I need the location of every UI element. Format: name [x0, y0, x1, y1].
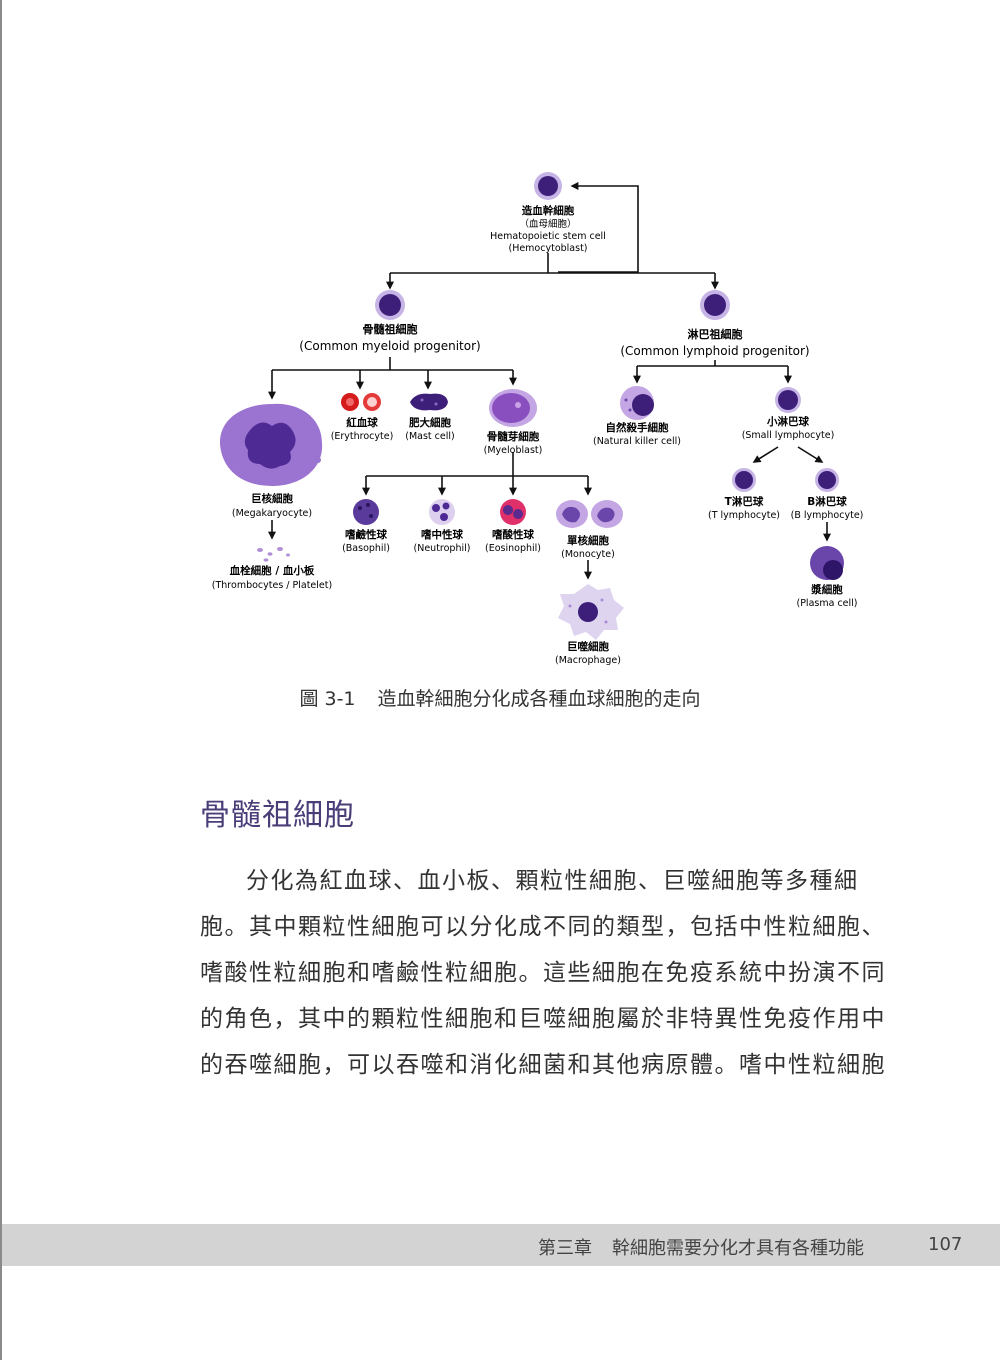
b-lymph-en: (B lymphocyte) [791, 510, 864, 521]
small-lymphocyte-cell: 小淋巴球 (Small lymphocyte) [742, 387, 835, 441]
footer-chapter-title: 幹細胞需要分化才具有各種功能 [612, 1238, 864, 1259]
hsc-en2: (Hemocytoblast) [508, 243, 587, 254]
mast-cell: 肥大細胞 (Mast cell) [405, 393, 455, 442]
figure-caption: 圖 3-1 造血幹細胞分化成各種血球細胞的走向 [0, 684, 1000, 711]
neutrophil-zh: 嗜中性球 [421, 528, 463, 541]
macrophage-cell: 巨噬細胞 (Macrophage) [555, 584, 624, 666]
megakaryocyte-en: (Megakaryocyte) [232, 508, 312, 519]
hsc-zh: 造血幹細胞 [522, 204, 575, 217]
t-lymph-en: (T lymphocyte) [708, 510, 780, 521]
connector-lines [268, 186, 831, 580]
b-lymph-zh: B淋巴球 [807, 495, 847, 508]
page-footer: 第三章幹細胞需要分化才具有各種功能 107 [2, 1224, 1000, 1266]
mast-en: (Mast cell) [405, 431, 454, 442]
body-text: 分化為紅血球、血小板、顆粒性細胞、巨噬細胞等多種細胞。其中顆粒性細胞可以分化成不… [200, 858, 890, 1088]
page-number: 107 [928, 1234, 963, 1255]
hematopoiesis-diagram: 造血幹細胞 （血母細胞） Hematopoietic stem cell (He… [200, 160, 900, 680]
eosinophil-zh: 嗜酸性球 [492, 528, 534, 541]
platelet-zh: 血栓細胞 / 血小板 [230, 564, 315, 577]
footer-chapter-label: 第三章 [538, 1238, 592, 1259]
t-lymph-zh: T淋巴球 [725, 495, 764, 508]
monocyte-en: (Monocyte) [561, 549, 615, 560]
nk-cell: 自然殺手細胞 (Natural killer cell) [593, 386, 681, 447]
monocyte-zh: 單核細胞 [567, 534, 609, 547]
myeloid-progenitor-cell: 骨髓祖細胞 (Common myeloid progenitor) [299, 290, 481, 353]
plasma-cell: 漿細胞 (Plasma cell) [797, 546, 858, 609]
t-lymphocyte-cell: T淋巴球 (T lymphocyte) [708, 468, 780, 521]
myeloblast-cell: 骨髓芽細胞 (Myeloblast) [484, 389, 543, 456]
eosinophil-en: (Eosinophil) [485, 543, 541, 554]
myeloid-en: (Common myeloid progenitor) [299, 339, 480, 353]
basophil-en: (Basophil) [342, 543, 390, 554]
mast-zh: 肥大細胞 [409, 416, 451, 429]
plasma-zh: 漿細胞 [810, 583, 843, 596]
megakaryocyte-cell: 巨核細胞 (Megakaryocyte) [219, 403, 323, 519]
nk-en: (Natural killer cell) [593, 436, 681, 447]
section-title: 骨髓祖細胞 [200, 798, 355, 833]
neutrophil-en: (Neutrophil) [414, 543, 471, 554]
basophil-zh: 嗜鹼性球 [345, 528, 387, 541]
platelet-cluster: 血栓細胞 / 血小板 (Thrombocytes / Platelet) [212, 547, 332, 591]
myeloblast-zh: 骨髓芽細胞 [487, 430, 540, 443]
erythrocyte-cell: 紅血球 (Erythrocyte) [331, 393, 394, 442]
b-lymphocyte-cell: B淋巴球 (B lymphocyte) [791, 468, 864, 521]
nk-zh: 自然殺手細胞 [606, 421, 669, 434]
lymphoid-progenitor-cell: 淋巴祖細胞 (Common lymphoid progenitor) [620, 290, 810, 358]
myeloblast-en: (Myeloblast) [484, 445, 543, 456]
basophil-cell: 嗜鹼性球 (Basophil) [342, 499, 390, 554]
figure-caption-text: 造血幹細胞分化成各種血球細胞的走向 [377, 688, 701, 710]
platelet-en: (Thrombocytes / Platelet) [212, 580, 332, 591]
erythrocyte-zh: 紅血球 [346, 416, 378, 429]
body-paragraph: 分化為紅血球、血小板、顆粒性細胞、巨噬細胞等多種細胞。其中顆粒性細胞可以分化成不… [200, 868, 886, 1078]
erythrocyte-en: (Erythrocyte) [331, 431, 394, 442]
neutrophil-cell: 嗜中性球 (Neutrophil) [414, 499, 471, 554]
figure-caption-number: 圖 3-1 [299, 688, 356, 710]
monocyte-cell: 單核細胞 (Monocyte) [556, 500, 623, 560]
page-edge-rule [0, 0, 2, 1360]
megakaryocyte-zh: 巨核細胞 [251, 492, 293, 505]
footer-chapter: 第三章幹細胞需要分化才具有各種功能 [538, 1234, 864, 1260]
myeloid-zh: 骨髓祖細胞 [363, 322, 418, 336]
hsc-cell: 造血幹細胞 （血母細胞） Hematopoietic stem cell (He… [490, 172, 606, 254]
small-lymph-en: (Small lymphocyte) [742, 430, 835, 441]
plasma-en: (Plasma cell) [797, 598, 858, 609]
lymphoid-en: (Common lymphoid progenitor) [620, 344, 809, 358]
macrophage-zh: 巨噬細胞 [567, 640, 609, 653]
hsc-en: Hematopoietic stem cell [490, 231, 606, 242]
hsc-alt: （血母細胞） [519, 218, 576, 230]
macrophage-en: (Macrophage) [555, 655, 621, 666]
lymphoid-zh: 淋巴祖細胞 [688, 327, 743, 341]
eosinophil-cell: 嗜酸性球 (Eosinophil) [485, 499, 541, 554]
small-lymph-zh: 小淋巴球 [766, 415, 809, 428]
